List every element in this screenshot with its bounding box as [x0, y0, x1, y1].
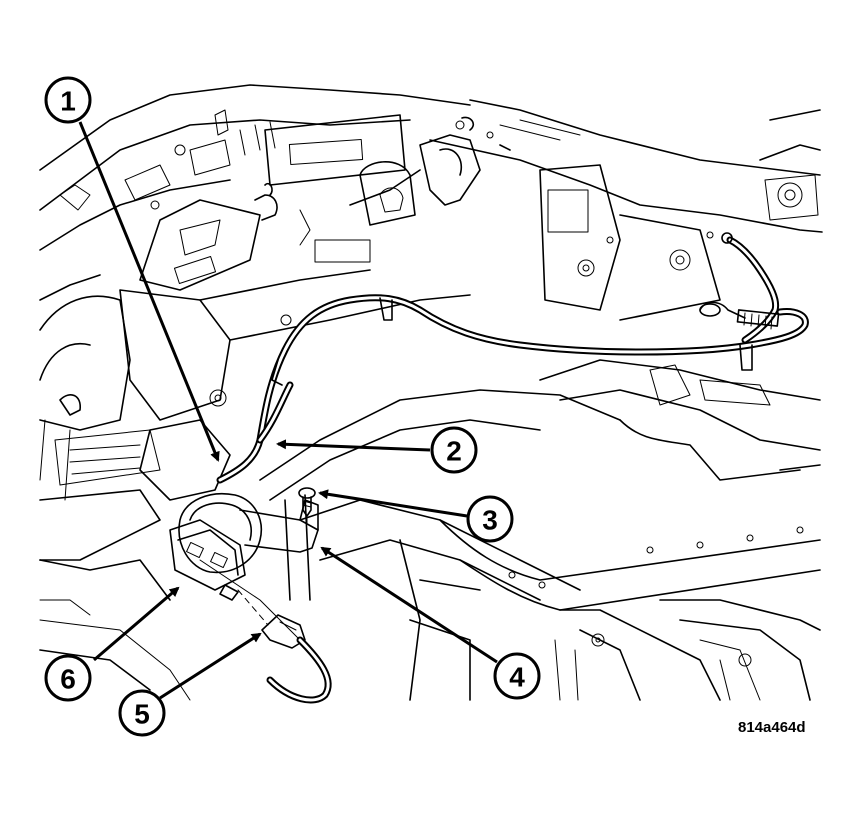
body-structure — [39, 84, 823, 701]
wire-harness — [216, 232, 809, 484]
callout-5: 5 — [118, 689, 166, 737]
callout-3-label: 3 — [482, 505, 498, 536]
callout-3: 3 — [466, 495, 514, 543]
callout-1: 1 — [44, 76, 92, 124]
callout-4: 4 — [493, 652, 541, 700]
leader-lines — [78, 121, 498, 700]
pigtail-connector — [261, 614, 332, 704]
callout-2-label: 2 — [446, 436, 462, 467]
callout-2: 2 — [430, 426, 478, 474]
callout-5-label: 5 — [134, 699, 150, 730]
figure-id: 814a464d — [738, 719, 806, 736]
callout-6-label: 6 — [60, 664, 76, 695]
socket-assembly — [169, 487, 319, 626]
callout-4-label: 4 — [509, 662, 525, 693]
callout-6: 6 — [44, 654, 92, 702]
callout-1-label: 1 — [60, 86, 76, 117]
